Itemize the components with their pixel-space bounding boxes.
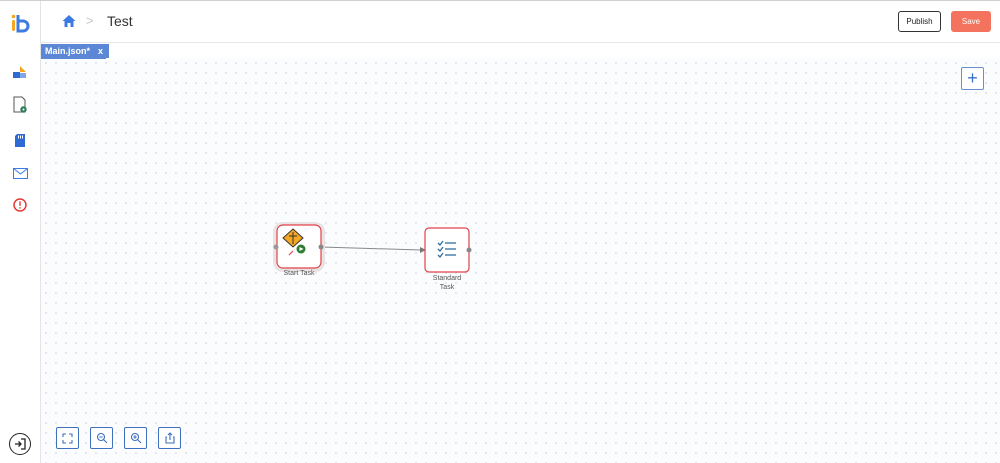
start-task-node[interactable] xyxy=(273,222,325,272)
home-icon[interactable] xyxy=(61,13,77,29)
sidebar xyxy=(0,1,41,463)
start-task-icon xyxy=(282,228,306,256)
add-node-button[interactable]: + xyxy=(961,67,984,90)
shapes-icon[interactable] xyxy=(10,62,30,82)
tab-close-button[interactable]: x xyxy=(98,46,104,56)
start-output-port[interactable] xyxy=(318,244,324,250)
save-button[interactable]: Save xyxy=(951,11,991,32)
tab-main-json[interactable]: Main.json* x xyxy=(41,44,110,58)
tab-underline xyxy=(41,58,106,59)
export-icon[interactable] xyxy=(158,427,181,449)
app-logo[interactable] xyxy=(11,13,31,33)
sd-card-icon[interactable] xyxy=(10,130,30,150)
standard-task-label: Standard Task xyxy=(432,275,462,291)
edge-start-to-standard xyxy=(320,246,426,253)
breadcrumb-separator: > xyxy=(86,13,94,28)
workflow-canvas[interactable] xyxy=(41,58,1000,463)
standard-task-node[interactable] xyxy=(424,227,472,273)
alert-icon[interactable] xyxy=(10,195,30,215)
mail-icon[interactable] xyxy=(10,163,30,183)
zoom-out-icon[interactable] xyxy=(90,427,113,449)
standard-output-port[interactable] xyxy=(466,247,472,253)
document-settings-icon[interactable] xyxy=(10,95,30,115)
tab-label: Main.json* xyxy=(45,46,91,56)
start-input-port[interactable] xyxy=(273,244,279,250)
top-border xyxy=(0,0,1000,1)
fit-screen-icon[interactable] xyxy=(56,427,79,449)
logout-icon[interactable] xyxy=(9,433,31,455)
publish-button[interactable]: Publish xyxy=(898,11,941,32)
start-task-label: Start Task xyxy=(283,270,315,277)
page-title: Test xyxy=(107,13,133,29)
zoom-in-icon[interactable] xyxy=(124,427,147,449)
checklist-icon xyxy=(437,240,456,258)
header-bar: > Test Publish Save xyxy=(41,1,1000,43)
